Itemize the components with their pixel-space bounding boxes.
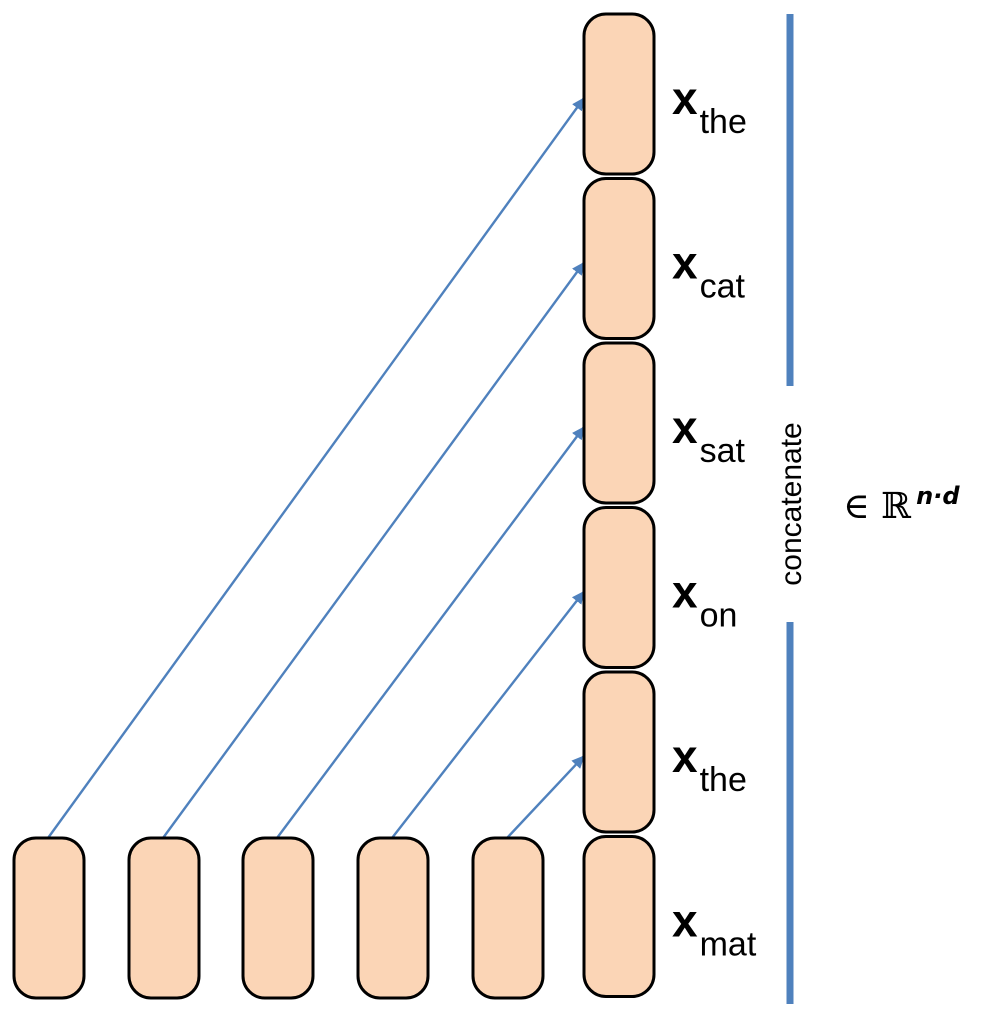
label-x-the-5: xthe	[672, 730, 747, 799]
input-vector-1-shape	[12, 836, 86, 1000]
arrows-group	[47, 97, 585, 839]
input-vector-2	[127, 836, 201, 1000]
label-x-the-1: xthe	[672, 72, 747, 141]
stacked-vector-sat-3	[582, 341, 656, 505]
stacked-vector-sat-3-shape	[582, 341, 656, 505]
label-x-on-4: xon	[672, 566, 737, 635]
label-symbol: x	[672, 401, 698, 453]
space-symbol: ∈ ℝ	[843, 486, 912, 527]
label-x-sat-3: xsat	[672, 401, 746, 470]
input-vector-5	[471, 836, 545, 1000]
stacked-vector-cat-2	[582, 177, 656, 340]
label-symbol: x	[672, 72, 698, 124]
input-vector-5-shape	[471, 836, 545, 1000]
stacked-vector-the-1	[582, 12, 656, 176]
arrow-5	[506, 755, 585, 839]
stacked-vector-the-5	[582, 670, 656, 834]
stacked-vector-on-4-shape	[582, 506, 656, 669]
label-symbol: x	[672, 730, 698, 782]
input-vectors-row	[12, 836, 545, 1000]
arrow-2	[162, 261, 585, 839]
label-subscript: cat	[700, 268, 746, 306]
input-vector-2-shape	[127, 836, 201, 1000]
label-symbol: x	[672, 237, 698, 289]
input-vector-3	[241, 836, 315, 1000]
input-vector-4	[356, 836, 430, 1000]
label-subscript: on	[700, 597, 738, 635]
label-symbol: x	[672, 895, 698, 947]
space-dimension: n·d	[916, 482, 960, 510]
concatenate-label: concatenate	[775, 422, 808, 585]
label-subscript: the	[700, 761, 747, 799]
label-subscript: mat	[700, 926, 757, 964]
label-symbol: x	[672, 566, 698, 618]
stacked-vector-mat-6-shape	[582, 835, 656, 998]
stacked-vector-cat-2-shape	[582, 177, 656, 340]
arrow-1	[47, 97, 585, 839]
stacked-vector-the-1-shape	[582, 12, 656, 176]
label-x-cat-2: xcat	[672, 237, 746, 306]
arrow-3	[276, 426, 585, 839]
input-vector-1	[12, 836, 86, 1000]
vector-space-label: ∈ ℝ n·d	[843, 482, 960, 527]
label-subscript: the	[700, 103, 747, 141]
concatenate-bracket: concatenate	[775, 14, 808, 1004]
label-x-mat-6: xmat	[672, 895, 757, 964]
stacked-vector-the-5-shape	[582, 670, 656, 834]
stacked-vector-on-4	[582, 506, 656, 669]
input-vector-3-shape	[241, 836, 315, 1000]
arrow-4	[391, 590, 585, 839]
input-vector-4-shape	[356, 836, 430, 1000]
stacked-vector-mat-6	[582, 835, 656, 998]
concatenated-vector-stack	[582, 12, 656, 998]
label-subscript: sat	[700, 432, 746, 470]
